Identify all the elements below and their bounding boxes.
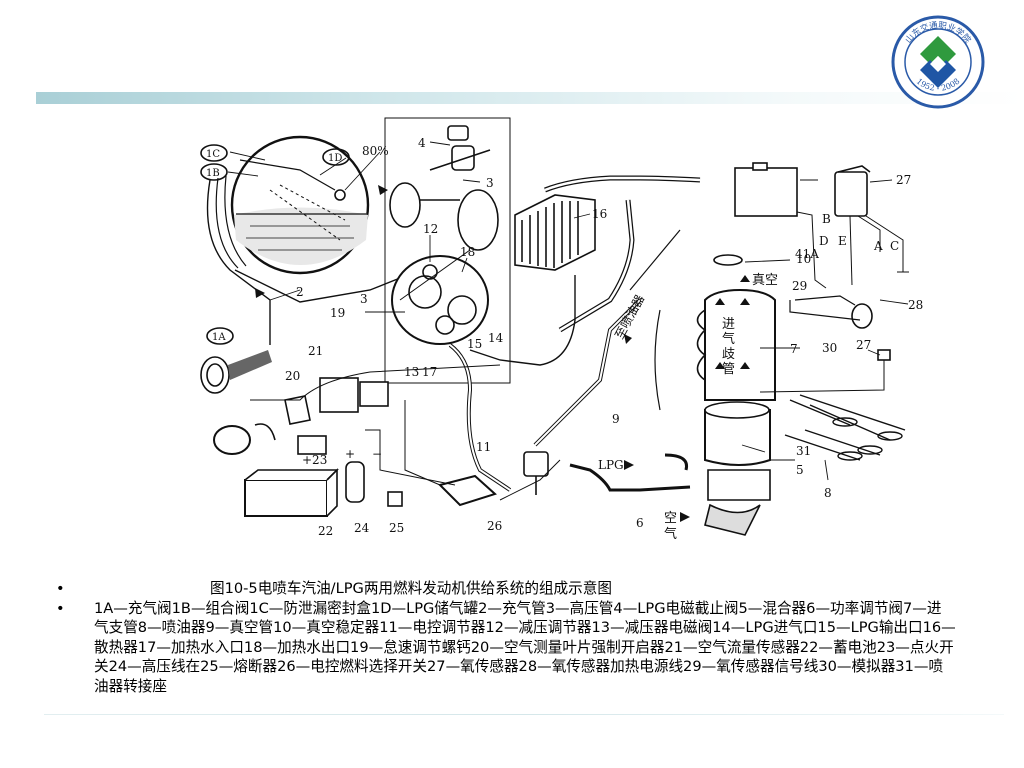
injectors [784,394,906,461]
label-air-1: 空 [664,511,677,526]
label-intake-1: 进 [722,317,735,332]
callout-7: 7 [790,342,798,356]
callout-12: 12 [423,222,438,236]
callout-3-top: 3 [486,176,494,190]
callout-27-low: 27 [856,338,871,352]
callout-29: 29 [792,279,807,293]
label-air-2: 气 [664,526,677,542]
callout-24: 24 [354,521,370,535]
callout-17: 17 [422,365,437,379]
oxygen-sensor-ecu [834,165,871,217]
label-C: C [890,239,899,253]
pressure-regulator [391,249,489,345]
radiator [514,194,596,271]
callout-19: 19 [330,306,345,320]
school-logo: 山东交通职业学院 1952 - 2008 [891,15,985,109]
callout-22: 22 [318,524,333,538]
label-D: D [819,234,829,248]
callout-25: 25 [389,521,404,535]
lpg-solenoid-valve [429,125,491,171]
callout-1D: 1D [328,153,342,164]
header-accent-bar [36,92,1024,104]
callout-20: 20 [285,369,300,383]
callout-4: 4 [418,136,426,150]
bullet: • [56,599,65,617]
label-vacuum: 真空 [752,273,778,288]
caption-title-item: • 图10-5电喷车汽油/LPG两用燃料发动机供给系统的组成示意图 [56,579,956,599]
label-intake-3: 歧 [722,347,735,362]
callout-5: 5 [796,463,804,477]
callout-30: 30 [822,341,837,355]
electronic-regulator [523,451,549,495]
caption-legend-item: • 1A—充气阀1B—组合阀1C—防泄漏密封盒1D—LPG储气罐2—充气管3—高… [56,599,956,697]
label-intake-4: 管 [722,362,735,377]
callout-2: 2 [296,285,304,299]
label-B: B [822,212,831,226]
callout-16: 16 [592,207,607,221]
label-injector-pipe: 至喷油器 [612,292,647,341]
callout-14: 14 [488,331,504,345]
footer-divider [44,714,1004,715]
label-E: E [838,234,847,248]
callout-27-top: 27 [896,173,911,187]
callout-1B: 1B [206,168,220,179]
label-intake-2: 气 [722,331,735,347]
intake-manifold [654,288,776,411]
callout-9: 9 [612,412,620,426]
callout-23: +23 [302,453,327,467]
figure-legend: 1A—充气阀1B—组合阀1C—防泄漏密封盒1D—LPG储气罐2—充气管3—高压管… [94,599,956,695]
label-lpg: LPG [598,458,624,472]
callout-11: 11 [476,440,491,454]
figure-caption: 图10-5电喷车汽油/LPG两用燃料发动机供给系统的组成示意图 [210,580,612,597]
callout-1A: 1A [212,332,226,343]
air-flow-sensor [213,377,389,455]
fuel-system-diagram: 1C 1B 1D 80% 1A 2 3 3 4 5 6 7 8 9 10 11 … [200,117,923,542]
lpg-tank [230,135,370,275]
callout-6: 6 [636,516,644,530]
callout-percent: 80% [362,144,389,158]
label-minus: − [372,447,382,461]
callout-28: 28 [908,298,923,312]
fill-valve [200,350,272,394]
callout-21: 21 [308,344,323,358]
callout-1C: 1C [206,149,220,160]
callout-26: 26 [487,519,502,533]
battery [244,435,339,517]
callout-8: 8 [824,486,832,500]
callout-31: 31 [796,444,811,458]
callout-18: 18 [460,245,475,259]
callout-41A: 41A [795,247,819,261]
label-A: A [873,239,883,253]
callout-10: 10 [796,252,811,266]
mixer [704,401,771,536]
callout-15: 15 [467,337,482,351]
callout-3-low: 3 [360,292,368,306]
caption-list: • 图10-5电喷车汽油/LPG两用燃料发动机供给系统的组成示意图 • 1A—充… [56,579,956,697]
bullet: • [56,580,65,597]
callout-13: 13 [404,365,419,379]
label-plus: + [345,447,355,461]
